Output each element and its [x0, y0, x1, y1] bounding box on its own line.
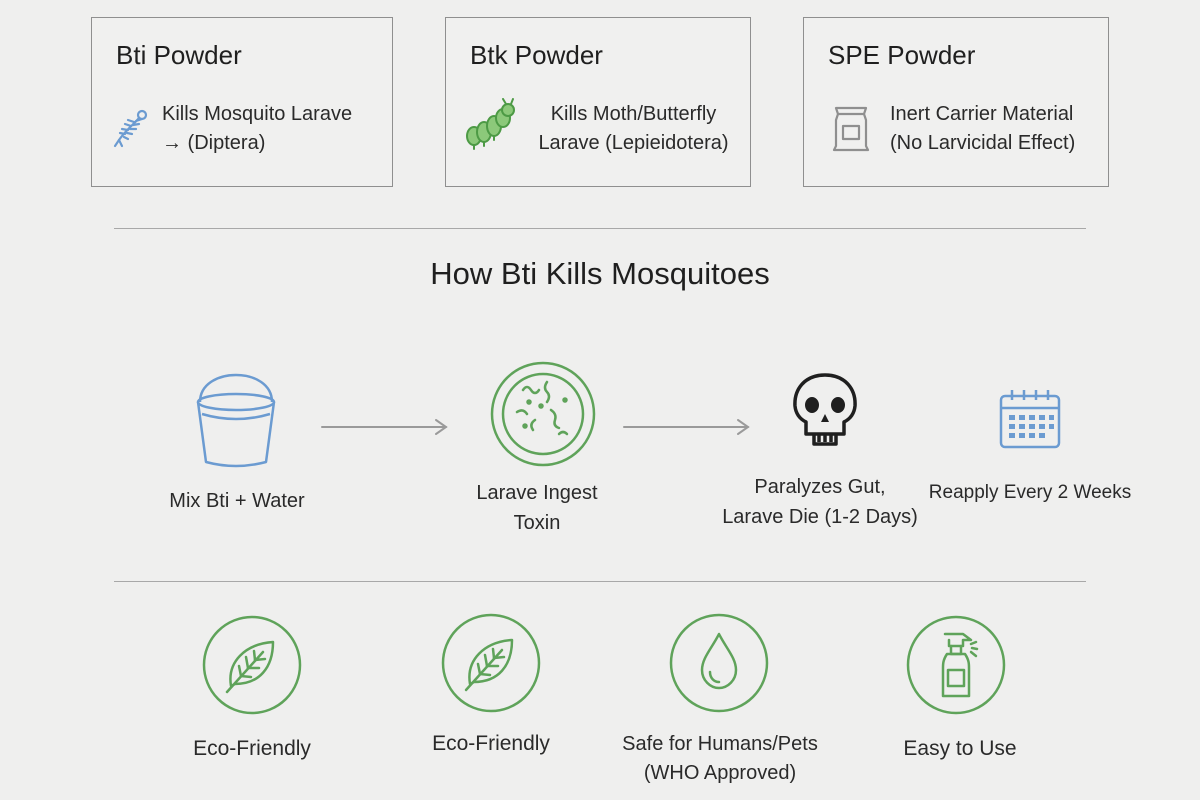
card-title: SPE Powder [828, 40, 976, 70]
card-btk-powder: Btk Powder Kills Moth/Butterfly Larave (… [445, 17, 751, 187]
step-label: Paralyzes Gut, Larave Die (1-2 Days) [690, 472, 950, 532]
card-desc-line: (No Larvicidal Effect) [890, 132, 1076, 154]
card-desc-line: Larave (Lepieidotera) [538, 132, 729, 154]
skull-icon [793, 373, 857, 446]
divider [114, 581, 1086, 582]
step-label: Mix Bti + Water [132, 486, 342, 516]
card-description: Kills Mosquito Larave → (Diptera) [162, 100, 352, 158]
benefit-label: Eco-Friendly [391, 732, 591, 756]
arrow-right-icon [623, 419, 750, 435]
leaf-icon [441, 613, 541, 713]
step-label-line: Toxin [513, 512, 561, 534]
divider [114, 228, 1086, 229]
benefit-label-line: Safe for Humans/Pets [622, 733, 818, 755]
benefit-label: Safe for Humans/Pets (WHO Approved) [600, 730, 840, 788]
step-label-line: Mix Bti + Water [169, 490, 305, 512]
card-title: Btk Powder [470, 40, 603, 70]
spray-bottle-icon [906, 615, 1006, 715]
sack-icon [832, 106, 870, 152]
water-drop-icon [669, 613, 769, 713]
benefit-label-line: Eco-Friendly [193, 737, 311, 760]
card-bti-powder: Bti Powder Kills Mosquito Larave → (Dipt… [91, 17, 393, 187]
section-title: How Bti Kills Mosquitoes [430, 256, 770, 291]
card-spe-powder: SPE Powder Inert Carrier Material (No La… [803, 17, 1109, 187]
leaf-icon [202, 615, 302, 715]
step-label-line: Reapply Every 2 Weeks [928, 482, 1132, 503]
card-desc-line: → (Diptera) [162, 132, 266, 154]
benefit-label-line: Easy to Use [903, 737, 1017, 760]
benefit-label-line: Eco-Friendly [432, 732, 550, 755]
card-description: Inert Carrier Material (No Larvicidal Ef… [890, 100, 1075, 158]
petri-dish-icon [490, 361, 596, 467]
card-desc-line: Kills Mosquito Larave [162, 103, 353, 125]
step-label-line: Paralyzes Gut, [754, 476, 886, 498]
benefit-label: Eco-Friendly [152, 737, 352, 761]
bucket-icon [196, 373, 276, 468]
benefit-label-line: (WHO Approved) [643, 762, 797, 784]
caterpillar-icon [466, 98, 515, 150]
mosquito-larva-icon [113, 109, 148, 148]
step-label: Larave Ingest Toxin [432, 478, 642, 538]
step-label-line: Larave Die (1-2 Days) [722, 506, 918, 528]
benefit-label: Easy to Use [860, 737, 1060, 761]
step-label-line: Larave Ingest [476, 482, 598, 504]
card-title: Bti Powder [116, 40, 242, 70]
card-desc-line: Inert Carrier Material [890, 103, 1074, 125]
card-description: Kills Moth/Butterfly Larave (Lepieidoter… [526, 100, 741, 158]
calendar-icon [999, 390, 1061, 449]
arrow-right-icon [321, 419, 448, 435]
step-label: Reapply Every 2 Weeks [905, 478, 1155, 508]
card-desc-line: Kills Moth/Butterfly [550, 103, 717, 125]
